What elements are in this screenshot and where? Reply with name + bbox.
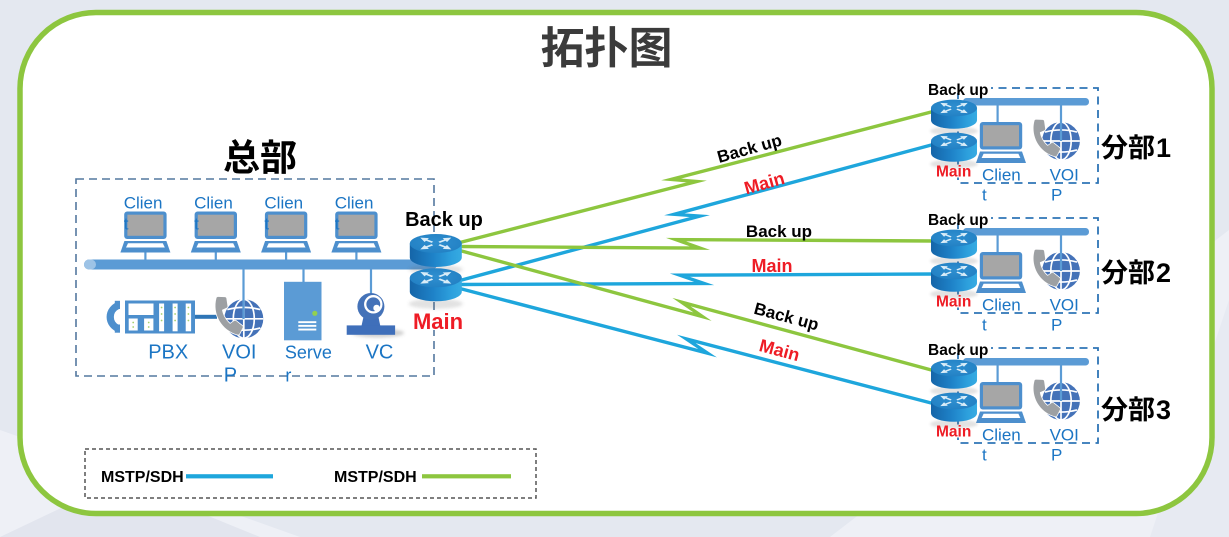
svg-text:VOI: VOI	[1050, 296, 1079, 315]
svg-text:Clien: Clien	[124, 194, 163, 213]
svg-text:t: t	[124, 215, 129, 234]
svg-text:Clien: Clien	[194, 194, 233, 213]
svg-text:t: t	[982, 186, 987, 205]
svg-text:t: t	[335, 215, 340, 234]
svg-text:Back up: Back up	[928, 342, 988, 359]
svg-text:MSTP/SDH: MSTP/SDH	[334, 469, 417, 486]
svg-text:P: P	[1051, 446, 1062, 465]
svg-text:Clien: Clien	[982, 426, 1021, 445]
svg-text:t: t	[982, 316, 987, 335]
svg-text:P: P	[1051, 186, 1062, 205]
svg-text:Back up: Back up	[928, 212, 988, 229]
svg-text:VC: VC	[366, 342, 394, 364]
svg-text:1: 1	[1156, 133, 1171, 163]
svg-text:2: 2	[1156, 258, 1171, 288]
svg-text:VOI: VOI	[1050, 426, 1079, 445]
svg-text:Clien: Clien	[982, 166, 1021, 185]
svg-text:Main: Main	[936, 424, 971, 441]
svg-text:Clien: Clien	[335, 194, 374, 213]
svg-text:VOI: VOI	[222, 342, 256, 364]
svg-text:P: P	[1051, 316, 1062, 335]
svg-text:Clien: Clien	[264, 194, 303, 213]
svg-text:Main: Main	[751, 256, 792, 276]
svg-text:MSTP/SDH: MSTP/SDH	[101, 469, 184, 486]
svg-text:Back up: Back up	[405, 209, 483, 231]
svg-text:Main: Main	[936, 294, 971, 311]
svg-text:t: t	[264, 215, 269, 234]
svg-text:Serve: Serve	[285, 343, 332, 363]
svg-text:VOI: VOI	[1050, 166, 1079, 185]
svg-text:Clien: Clien	[982, 296, 1021, 315]
svg-text:t: t	[982, 446, 987, 465]
svg-text:t: t	[194, 215, 199, 234]
svg-text:3: 3	[1156, 395, 1171, 425]
svg-text:Back up: Back up	[746, 222, 812, 241]
svg-text:P: P	[224, 365, 237, 387]
svg-text:Main: Main	[936, 164, 971, 181]
svg-text:Main: Main	[413, 309, 463, 334]
svg-text:PBX: PBX	[148, 342, 188, 364]
svg-text:r: r	[285, 366, 291, 386]
svg-text:Back up: Back up	[928, 82, 988, 99]
